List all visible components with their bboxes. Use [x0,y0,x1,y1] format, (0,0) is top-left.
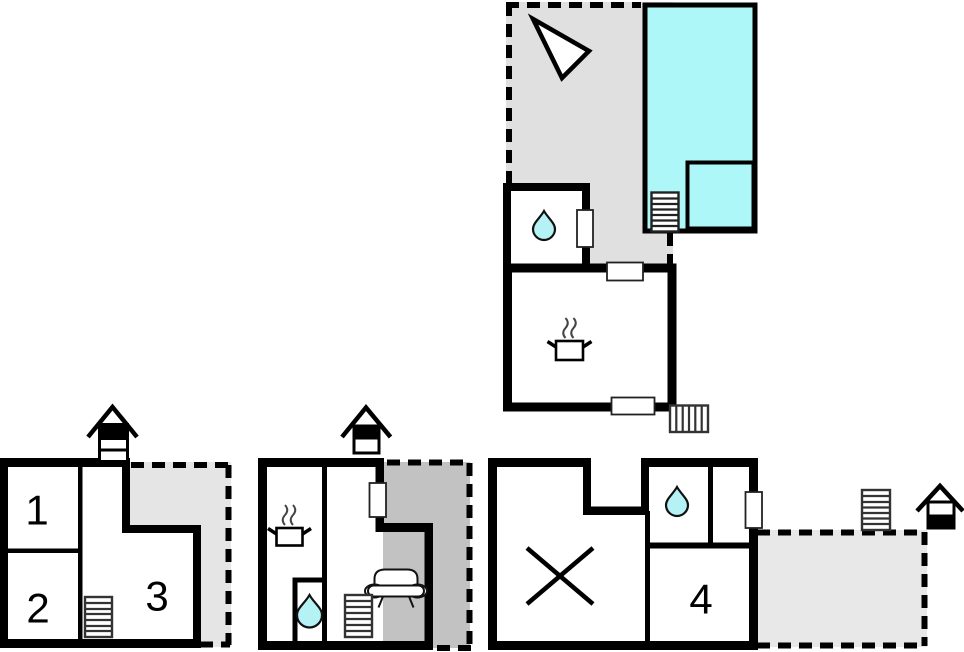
door [744,491,763,529]
wall [258,641,433,650]
walls [0,458,201,648]
wall [122,458,130,533]
floor-plan-bottom-left: 1 2 3 [0,403,232,648]
floor-plan-bottom-right: 4 [488,458,964,650]
wall [4,548,80,553]
wall [749,458,758,650]
wall [488,641,758,650]
stairs-icon [83,595,114,639]
chimney-icon [86,403,139,463]
stairs-icon [343,593,374,639]
wall [708,464,713,547]
door [368,482,387,518]
steam-icon [562,317,569,339]
steam-icon [281,504,289,526]
wall [0,458,130,467]
stairs-icon [668,404,710,434]
dashed-boundary [757,529,928,649]
wall [645,511,650,645]
wall [375,523,433,532]
wall [641,458,758,467]
water-drop-icon [531,208,557,242]
north-arrow-icon [527,13,593,82]
wall [258,458,267,650]
water-drop-icon [295,592,324,629]
wall [488,458,591,467]
cooking-pot-icon [267,504,312,547]
wall [122,525,201,533]
pool-steps-icon [650,191,680,233]
wall [258,458,384,467]
steam-icon [289,504,297,526]
wall [488,458,497,650]
sofa-icon [364,568,428,608]
wall [292,577,298,642]
dashed-boundary [131,462,232,648]
water-drop-icon [664,484,690,518]
wall [78,462,83,643]
door [576,209,594,248]
room-3-floor [130,533,193,641]
wall [292,577,327,583]
wall [0,639,201,648]
cooking-pot-icon [546,317,593,362]
kitchen [503,263,677,412]
wall [649,542,749,549]
room-1-label: 1 [25,487,48,534]
floor-plan-top [503,2,758,434]
walls [488,458,758,650]
dashed-boundary [387,459,473,651]
door [606,261,644,282]
house-entrance-icon [915,482,964,530]
wall [641,458,649,515]
wall [193,525,201,648]
dashed-boundary [506,2,673,268]
terrace-area [757,530,927,647]
door [610,396,656,416]
stairs-icon [860,488,892,532]
pool-inner-section [685,160,756,231]
floor-plan-bottom-middle [258,403,473,651]
cross-mark-icon [525,546,595,606]
wall [583,506,649,515]
chimney-icon [340,403,393,455]
wall [322,462,327,644]
wall [424,523,433,650]
room-3-label: 3 [145,573,168,620]
wall [583,458,591,515]
steam-icon [570,317,577,339]
room-2-label: 2 [26,585,49,632]
room-4-label: 4 [689,576,712,623]
